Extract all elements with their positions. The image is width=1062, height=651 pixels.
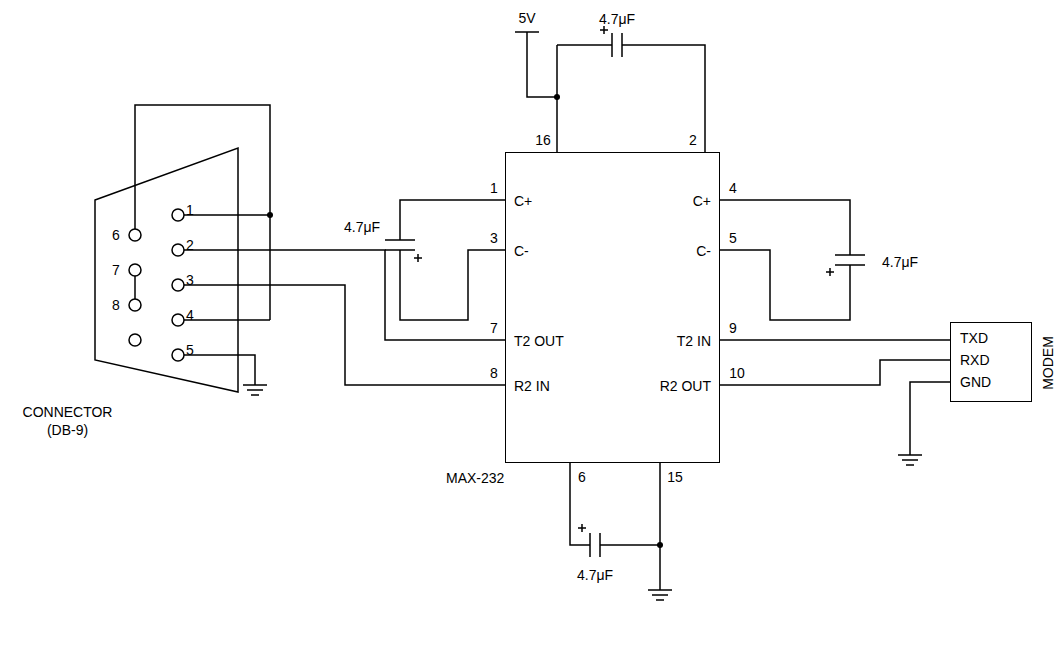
pin-number: 8 [490,365,498,381]
signal-wire [720,339,950,341]
ground-symbol [898,455,922,465]
signal-name: RXD [960,351,990,369]
pin-number: 8 [112,296,120,314]
signal-name: GND [960,373,991,391]
connector-pin [129,299,141,311]
polarity-mark [826,268,834,276]
chip-name: MAX-232 [446,469,504,487]
pin-number: 9 [729,320,737,336]
capacitor-value: 4.7μF [344,219,380,235]
pin-name: R2 IN [514,377,550,395]
pin-number: 6 [578,469,586,485]
signal-name: TXD [960,329,988,347]
db9-connector: CONNECTOR (DB-9)12345678 [95,148,238,392]
connector-title: CONNECTOR (DB-9) [10,403,125,439]
connector-pin [129,264,141,276]
pin-name: C- [514,242,529,260]
ground-wire [910,382,950,455]
pin-name: T2 OUT [514,332,564,350]
pin-number: 2 [689,132,697,148]
pin-number: 1 [490,180,498,196]
junction-dot [267,212,273,218]
pin-number: 6 [112,226,120,244]
modem-box: MODEMTXDRXDGND [950,322,1032,402]
capacitor-wire [570,463,660,590]
pin-number: 2 [186,236,194,254]
pin-number: 5 [186,341,194,359]
pin-number: 1 [186,201,194,219]
junction-dot [657,542,663,548]
pin-number: 3 [490,230,498,246]
signal-wire [238,285,505,385]
ground-symbol [648,590,672,600]
capacitor-symbol [835,255,865,265]
capacitor-value: 4.7μF [882,254,918,270]
capacitor-symbol [385,240,415,250]
capacitor-wire [720,200,850,320]
pin-number: 3 [186,271,194,289]
polarity-mark [414,254,422,262]
connector-wire [135,105,270,320]
pin-number: 4 [729,180,737,196]
capacitor-value: 4.7μF [577,567,613,583]
modem-title: MODEM [1039,336,1057,390]
connector-wire [134,276,136,299]
connector-pin [129,229,141,241]
connector-shell [95,148,238,392]
pin-name: C+ [514,192,532,210]
connector-pin [172,209,184,221]
pin-name: R2 OUT [660,377,711,395]
pin-name: T2 IN [677,332,711,350]
capacitor-wire [400,200,505,320]
polarity-mark [578,524,586,532]
capacitor-value: 4.7μF [599,11,635,27]
junction-dot [554,94,560,100]
pin-name: C+ [693,192,711,210]
pin-number: 10 [729,365,745,381]
signal-wire [238,250,505,340]
supply-label: 5V [518,10,535,26]
polarity-mark [600,26,608,34]
connector-wire [184,355,255,385]
connector-pin [172,349,184,361]
capacitor-symbol [590,533,600,557]
pin-number: 15 [667,469,683,485]
ic-chip: MAX-232C+C-T2 OUTR2 INC+C-T2 INR2 OUT [505,152,720,463]
pin-number: 16 [535,132,551,148]
ground-symbol [243,385,267,395]
pin-name: C- [696,242,711,260]
supply-wire [515,32,705,152]
pin-number: 5 [729,230,737,246]
capacitor-symbol [612,33,622,57]
connector-pin [172,314,184,326]
connector-pin [129,334,141,346]
signal-wire [720,360,950,385]
pin-number: 7 [112,261,120,279]
connector-pin [172,279,184,291]
pin-number: 7 [490,320,498,336]
connector-pin [172,244,184,256]
pin-number: 4 [186,306,194,324]
